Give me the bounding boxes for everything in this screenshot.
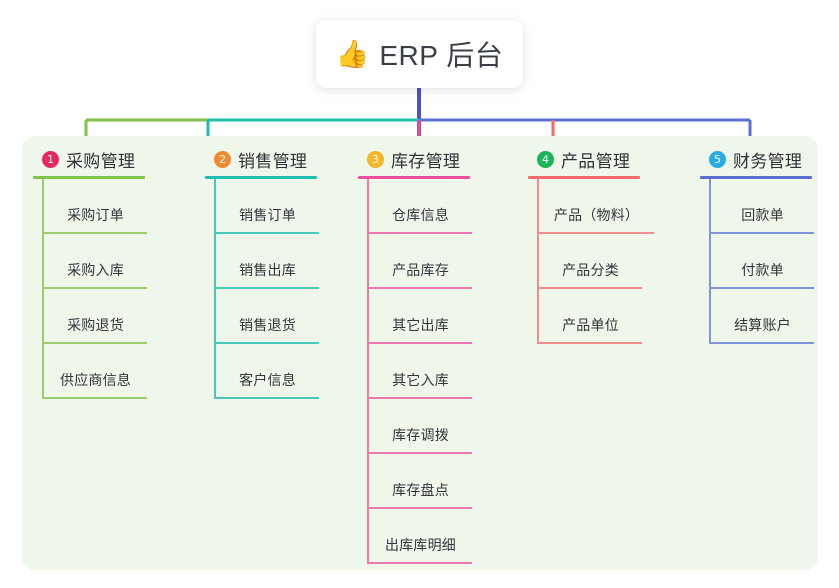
branch-header-rule [358,176,470,179]
branch-leaf-list: 回款单 付款单 结算账户 [709,179,839,344]
list-item[interactable]: 出库库明细 [369,509,472,564]
list-item-label: 客户信息 [239,372,296,388]
list-item-label: 销售退货 [239,317,296,333]
list-item-label: 销售出库 [239,262,296,278]
branch-number-badge: 4 [537,150,554,168]
branch-leaf-list: 销售订单 销售出库 销售退货 客户信息 [214,179,355,399]
list-item[interactable]: 仓库信息 [369,179,472,234]
branch-title: 库存管理 [391,151,461,171]
branch-leaf-list: 仓库信息 产品库存 其它出库 其它入库 库存调拨 库存盘点 出库库明细 [367,179,508,564]
list-item-label: 产品分类 [562,262,619,278]
branch-title: 产品管理 [561,151,631,171]
branch-header-rule [700,176,812,179]
list-item-label: 出库库明细 [385,537,456,553]
branch-title: 销售管理 [238,151,308,171]
branch-leaf-list: 采购订单 采购入库 采购退货 供应商信息 [42,179,183,399]
list-item-label: 销售订单 [239,207,296,223]
list-item-label: 付款单 [741,262,784,278]
list-item[interactable]: 其它入库 [369,344,472,399]
branch-header-sales[interactable]: 2 销售管理 [205,146,355,172]
list-item[interactable]: 销售退货 [216,289,319,344]
list-item[interactable]: 供应商信息 [44,344,147,399]
list-item-label: 库存盘点 [392,482,449,498]
list-item[interactable]: 采购退货 [44,289,147,344]
branch-header-finance[interactable]: 5 财务管理 [700,146,839,172]
list-item-label: 仓库信息 [392,207,449,223]
list-item[interactable]: 结算账户 [711,289,814,344]
branch-column-sales: 2 销售管理 销售订单 销售出库 销售退货 客户信息 [205,146,355,399]
branch-number-badge: 5 [709,150,726,168]
list-item[interactable]: 库存调拨 [369,399,472,454]
thumbs-up-icon: 👍 [335,38,370,69]
list-item-label: 其它入库 [392,372,449,388]
list-item-label: 产品库存 [392,262,449,278]
branch-column-inventory: 3 库存管理 仓库信息 产品库存 其它出库 其它入库 库存调拨 库存盘点 [358,146,508,564]
branch-number-badge: 3 [367,150,384,168]
list-item-label: 结算账户 [734,317,791,333]
branch-leaf-list: 产品（物料） 产品分类 产品单位 [537,179,678,344]
list-item[interactable]: 产品分类 [539,234,642,289]
list-item[interactable]: 客户信息 [216,344,319,399]
list-item-label: 产品单位 [562,317,619,333]
list-item[interactable]: 销售出库 [216,234,319,289]
branches-panel [22,136,818,570]
list-item-label: 库存调拨 [392,427,449,443]
list-item-label: 产品（物料） [553,207,640,223]
list-item[interactable]: 回款单 [711,179,814,234]
list-item-label: 其它出库 [392,317,449,333]
list-item[interactable]: 库存盘点 [369,454,472,509]
list-item[interactable]: 产品库存 [369,234,472,289]
list-item[interactable]: 付款单 [711,234,814,289]
branch-column-purchasing: 1 采购管理 采购订单 采购入库 采购退货 供应商信息 [33,146,183,399]
branch-header-rule [528,176,640,179]
list-item-label: 回款单 [741,207,784,223]
list-item[interactable]: 采购入库 [44,234,147,289]
list-item-label: 采购入库 [67,262,124,278]
list-item-label: 供应商信息 [60,372,131,388]
branch-column-product: 4 产品管理 产品（物料） 产品分类 产品单位 [528,146,678,344]
branch-header-purchasing[interactable]: 1 采购管理 [33,146,183,172]
branch-title: 财务管理 [733,151,803,171]
branch-header-product[interactable]: 4 产品管理 [528,146,678,172]
page-title: ERP 后台 [379,40,504,71]
list-item-label: 采购退货 [67,317,124,333]
list-item[interactable]: 采购订单 [44,179,147,234]
list-item[interactable]: 销售订单 [216,179,319,234]
list-item[interactable]: 产品（物料） [539,179,654,234]
branch-header-inventory[interactable]: 3 库存管理 [358,146,508,172]
list-item-label: 采购订单 [67,207,124,223]
list-item[interactable]: 其它出库 [369,289,472,344]
root-title-card[interactable]: 👍 ERP 后台 [316,20,523,88]
branch-number-badge: 2 [214,150,231,168]
list-item[interactable]: 产品单位 [539,289,642,344]
branch-header-rule [33,176,145,179]
branch-title: 采购管理 [66,151,136,171]
branch-header-rule [205,176,317,179]
branch-number-badge: 1 [42,150,59,168]
branch-column-finance: 5 财务管理 回款单 付款单 结算账户 [700,146,839,344]
